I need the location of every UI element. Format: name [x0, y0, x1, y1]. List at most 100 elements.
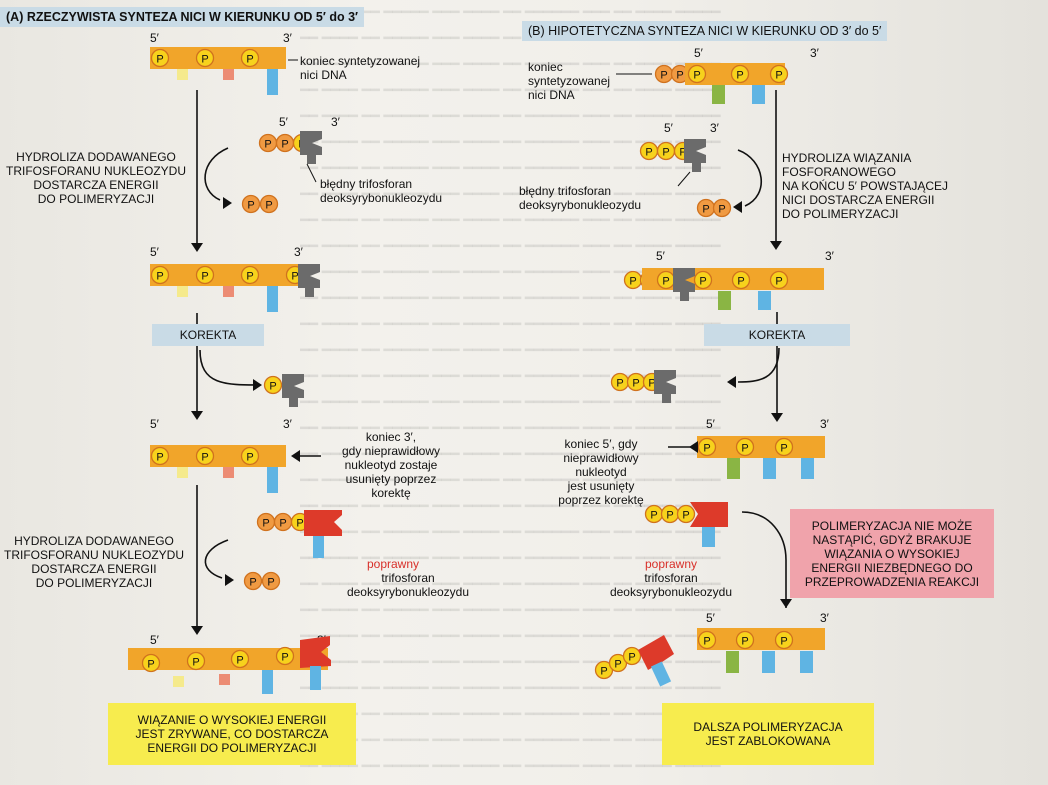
b-ppi-p1-label: P	[702, 203, 709, 215]
b-korekta-arrow-head	[727, 376, 736, 388]
b-r5-correct-base	[690, 502, 728, 527]
b-r7-correct-base	[638, 635, 674, 670]
b-r1-b1	[712, 85, 725, 104]
a-r5-correct-base	[304, 510, 342, 536]
panel-b-wrong-label: błędny trifosforan deoksyrybonukleozydu	[519, 184, 642, 212]
b-r3-p1-label: P	[629, 275, 636, 287]
a-r3-strand	[150, 264, 298, 286]
b-r4-b3	[801, 458, 814, 479]
b-r2-wrong-foot	[692, 163, 701, 172]
panel-b-end-label: koniec syntetyzowanej nici DNA	[528, 60, 611, 102]
b-r3-wrong-base	[673, 268, 695, 292]
b-r1-p4	[730, 64, 750, 84]
b-r6-p1	[697, 630, 717, 650]
a-r2-wrong-foot	[307, 155, 316, 164]
b-r1-p2-label: P	[676, 69, 683, 81]
a-r4-ends-three: 3′	[283, 417, 293, 431]
b-korekta-wrong-base	[654, 370, 676, 394]
b-korekta-arrow	[737, 347, 780, 383]
b-r2-p2-label: P	[662, 146, 669, 158]
panel-a-conclusion: WIĄZANIE O WYSOKIEJ ENERGII JEST ZRYWANE…	[108, 703, 356, 765]
b-r7-p3-label: P	[628, 651, 635, 663]
a-r4-p3	[240, 446, 260, 466]
a-ppi1-p1-label: P	[247, 199, 254, 211]
b-r2-wrong-base	[684, 139, 706, 163]
a-r6-p1	[141, 653, 161, 673]
b-r3-wrong-foot	[680, 292, 689, 301]
b-r6-p2	[735, 630, 755, 650]
a-r6-p2	[186, 651, 206, 671]
a-r1-p1-label: P	[156, 53, 163, 65]
a-r6-p3-label: P	[236, 654, 243, 666]
a-ppi2-p2-label: P	[267, 576, 274, 588]
a-r4-b3	[267, 467, 278, 493]
a-r4-p1-label: P	[156, 451, 163, 463]
b-r3-p4-label: P	[699, 275, 706, 287]
a-r1-ends-three: 3′	[283, 31, 293, 45]
b-r6-strand	[697, 628, 825, 650]
a-r6-p2-label: P	[192, 656, 199, 668]
panel-a-hydrolysis-1: HYDROLIZA DODAWANEGO TRIFOSFORANU NUKLEO…	[5, 150, 186, 206]
b-r5-correct-foot	[702, 527, 715, 547]
panel-b-correct-label: trifosforan deoksyrybonukleozydu	[609, 571, 733, 599]
a-r6-b2	[219, 674, 230, 685]
b-r6-b2	[762, 651, 775, 673]
b-r1-ends-three: 3′	[810, 46, 820, 60]
a-r1-b2	[223, 69, 234, 80]
b-r1-ends-five: 5′	[694, 46, 704, 60]
b-r4-ends-five: 5′	[706, 417, 716, 431]
a-r5-p1-label: P	[262, 517, 269, 529]
a-r2-ends-three: 3′	[331, 115, 341, 129]
b-r6-p3-label: P	[780, 635, 787, 647]
panel-a-end-label: koniec syntetyzowanej nici DNA	[300, 54, 421, 82]
b-r2-p3-label: P	[679, 146, 686, 158]
b-r3-p3-label: P	[662, 275, 669, 287]
b-r1-p5-label: P	[775, 69, 782, 81]
a-r1-p3	[240, 48, 260, 68]
b-r1-p1-label: P	[660, 69, 667, 81]
panel-b-proofread-note: koniec 5′, gdy nieprawidłowy nukleotyd j…	[558, 437, 644, 507]
b-r7-correct-foot	[650, 661, 672, 687]
panel-a-correct-label: trifosforan deoksyrybonukleozydu	[346, 571, 470, 599]
a-r3-p2	[195, 265, 215, 285]
b-korekta-p2-label: P	[632, 377, 639, 389]
b-proofread-arrow-head	[689, 441, 698, 453]
a-r4-ends-five: 5′	[150, 417, 160, 431]
bleed-through-text: ━━ ━━━━ ━━ ━━━━━ ━━━ ━━━━ ━━ ━━━━━━ ━━━ …	[300, 5, 721, 775]
a-r1-p3-label: P	[246, 53, 253, 65]
a-ppi2-p1-label: P	[249, 576, 256, 588]
panel-a-proofread-note: koniec 3′, gdy nieprawidłowy nukleotyd z…	[341, 430, 441, 500]
b-r3-b2	[758, 291, 771, 310]
b-r1-b2	[752, 85, 765, 104]
a-r4-p3-label: P	[246, 451, 253, 463]
a-r2-p1-label: P	[264, 138, 271, 150]
a-r4-strand	[150, 445, 286, 467]
a-korekta-wrong-base	[282, 374, 304, 398]
a-korekta-p-label: P	[269, 380, 276, 392]
b-r6-p2-label: P	[741, 635, 748, 647]
b-r3-p4	[693, 270, 713, 290]
panel-a-wrong-label: błędny trifosforan deoksyrybonukleozydu	[320, 177, 443, 205]
b-r5-p2-label: P	[666, 509, 673, 521]
b-r4-p3-label: P	[780, 442, 787, 454]
b-ppi-arrow-head	[733, 201, 742, 213]
a-korekta-arrow	[199, 349, 261, 386]
panel-a-title: (A) RZECZYWISTA SYNTEZA NICI W KIERUNKU …	[0, 7, 365, 27]
panel-b-blocked-reason: POLIMERYZACJA NIE MOŻE NASTĄPIĆ, GDYŻ BR…	[790, 509, 994, 598]
a-r4-p2	[195, 446, 215, 466]
panel-a-hydrolysis-2: HYDROLIZA DODAWANEGO TRIFOSFORANU NUKLEO…	[3, 534, 184, 590]
b-r6-p1-label: P	[703, 635, 710, 647]
b-r1-p5	[769, 64, 789, 84]
b-r3-p5-label: P	[737, 275, 744, 287]
a-r1-b1	[177, 69, 188, 80]
a-r1-ends-five: 5′	[150, 31, 160, 45]
a-r2-wrong-base	[300, 131, 322, 155]
b-korekta-p1-label: P	[616, 377, 623, 389]
b-korekta-wrong-foot	[662, 394, 671, 403]
a-proofread-arrow-head	[291, 450, 300, 462]
a-r3-b2	[223, 286, 234, 297]
a-r3-ends-five: 5′	[150, 245, 160, 259]
a-r3-wrong-foot	[305, 288, 314, 297]
a-r4-p1	[150, 446, 170, 466]
b-ppi-p2	[712, 198, 732, 218]
